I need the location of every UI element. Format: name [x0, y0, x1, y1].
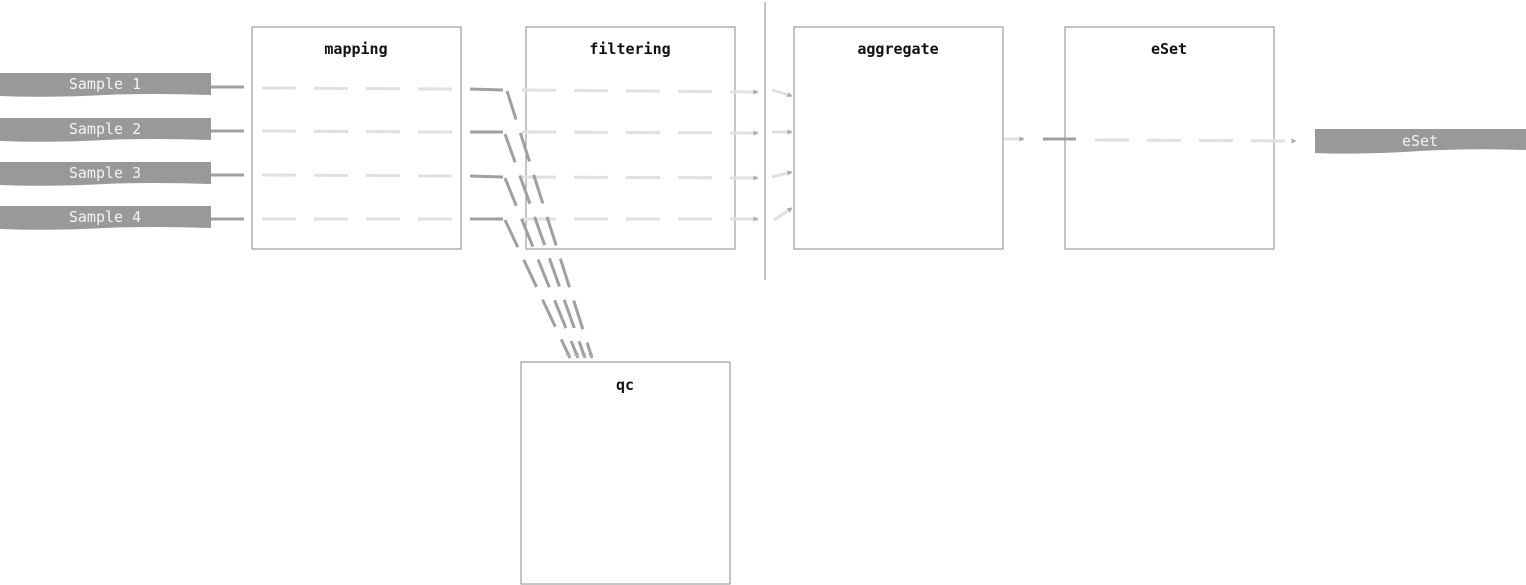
output-eset: eSet	[1315, 129, 1526, 154]
step-label-filtering: filtering	[589, 40, 670, 58]
step-box-mapping: mapping	[251, 26, 462, 250]
sample-connectors	[211, 85, 244, 221]
sample-2: Sample 2	[0, 118, 211, 142]
eset-arrow-out	[1043, 137, 1297, 144]
sample-1-label: Sample 1	[69, 75, 141, 93]
sample-3: Sample 3	[0, 162, 211, 186]
step-label-qc: qc	[616, 376, 634, 394]
step-label-eset: eSet	[1151, 40, 1187, 58]
flow-arrow-1	[261, 86, 759, 95]
flow-arrow-2	[261, 129, 759, 136]
step-label-aggregate: aggregate	[857, 40, 938, 58]
step-label-mapping: mapping	[324, 40, 387, 58]
step-box-eset: eSet	[1064, 26, 1275, 250]
flow-arrow-3	[261, 173, 759, 181]
sample-3-label: Sample 3	[69, 164, 141, 182]
sample-4: Sample 4	[0, 206, 211, 230]
sample-2-label: Sample 2	[69, 120, 141, 138]
aggregate-inputs	[771, 88, 793, 222]
output-eset-label: eSet	[1402, 132, 1438, 150]
sample-1: Sample 1	[0, 73, 211, 97]
sample-4-label: Sample 4	[69, 208, 141, 226]
step-box-qc: qc	[520, 361, 731, 585]
step-box-aggregate: aggregate	[793, 26, 1004, 250]
qc-arrows	[503, 90, 594, 359]
step-box-filtering: filtering	[525, 26, 736, 250]
